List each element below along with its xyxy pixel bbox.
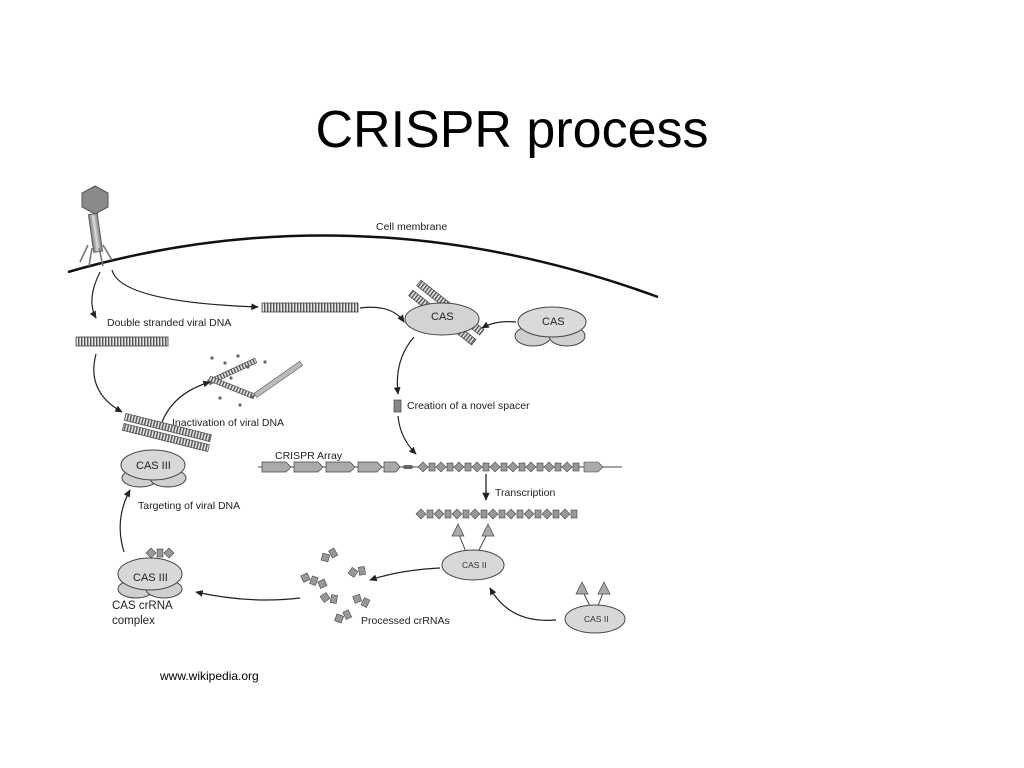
processed-crrnas-label: Processed crRNAs bbox=[361, 615, 450, 627]
cell-membrane-label: Cell membrane bbox=[376, 221, 447, 233]
cas-iii-targeting: CAS III bbox=[120, 413, 212, 488]
cas-ii-processing: CAS II bbox=[441, 523, 505, 581]
viral-dna-strand bbox=[261, 302, 359, 313]
slide-title: CRISPR process bbox=[315, 101, 709, 159]
cell-membrane bbox=[67, 234, 659, 299]
creation-spacer-label: Creation of a novel spacer bbox=[407, 400, 530, 412]
bacteriophage-icon bbox=[79, 185, 113, 267]
cas-iii-label-complex: CAS III bbox=[133, 572, 168, 584]
novel-spacer bbox=[393, 399, 402, 413]
cas-crrna-complex-label-1: CAS crRNA bbox=[112, 600, 173, 612]
crispr-array bbox=[261, 461, 604, 473]
inactivation-label: Inactivation of viral DNA bbox=[172, 417, 284, 429]
pre-crrna bbox=[415, 508, 578, 520]
cas-ii-label: CAS II bbox=[462, 560, 487, 570]
degraded-dna bbox=[207, 354, 304, 407]
double-stranded-dna-label: Double stranded viral DNA bbox=[107, 317, 231, 329]
cas-crrna-complex-label-2: complex bbox=[112, 615, 155, 627]
cas-crrna-complex: CAS III bbox=[117, 547, 183, 599]
processed-crrnas bbox=[300, 547, 371, 624]
transcription-label: Transcription bbox=[495, 487, 555, 499]
cas-label: CAS bbox=[431, 311, 454, 323]
cas-iii-label: CAS III bbox=[136, 460, 171, 472]
targeting-label: Targeting of viral DNA bbox=[138, 500, 240, 512]
cas-ii-label-free: CAS II bbox=[584, 614, 609, 624]
cas-label-free: CAS bbox=[542, 316, 565, 328]
cas-protein: CAS bbox=[514, 306, 587, 347]
crispr-array-label: CRISPR Array bbox=[275, 450, 343, 462]
cas-ii-protein: CAS II bbox=[564, 581, 626, 634]
viral-dna-strand bbox=[75, 336, 169, 347]
source-credit: www.wikipedia.org bbox=[160, 669, 259, 683]
cas-protein-dna: CAS bbox=[404, 279, 485, 346]
